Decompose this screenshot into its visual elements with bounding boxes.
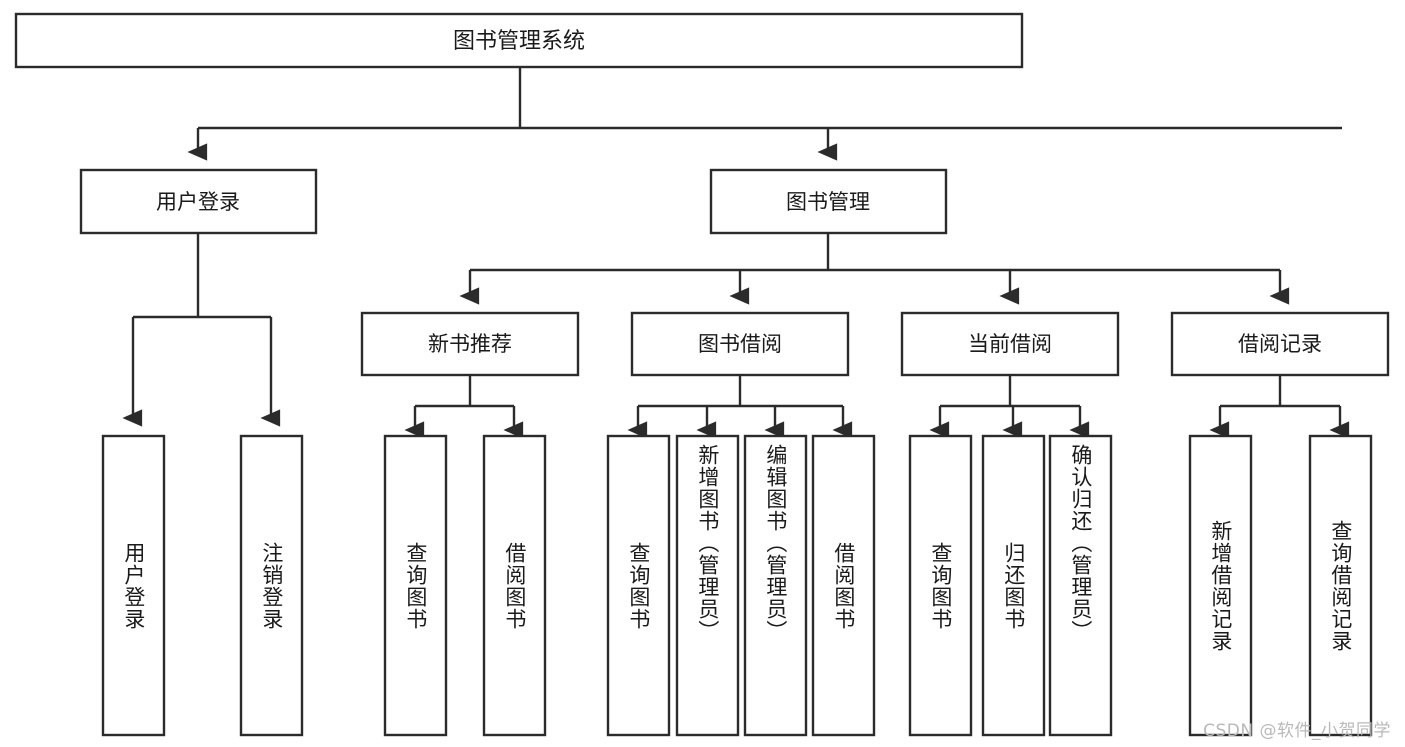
- node-user-login-label: 用户登录: [156, 190, 240, 214]
- node-current-borrow[interactable]: 当前借阅: [900, 311, 1120, 377]
- leaf-rect-add-borrow-record[interactable]: [1188, 434, 1253, 737]
- node-borrow-record[interactable]: 借阅记录: [1170, 311, 1390, 377]
- node-borrow-record-label: 借阅记录: [1238, 332, 1322, 356]
- leaf-rect-borrow-book-2[interactable]: [811, 434, 876, 737]
- connector-root-to-level2: [187, 67, 1342, 161]
- leaf-rect-edit-book-admin[interactable]: [743, 434, 808, 737]
- node-book-borrow-label: 图书借阅: [698, 332, 782, 356]
- node-current-borrow-rect: [900, 311, 1120, 377]
- node-root-label: 图书管理系统: [453, 29, 585, 54]
- leaf-rect-add-book-admin[interactable]: [675, 434, 740, 737]
- node-current-borrow-label: 当前借阅: [968, 332, 1052, 356]
- leaf-rect-query-book-3[interactable]: [908, 434, 973, 737]
- connector-new-book-recommend-to-leaves: [404, 375, 524, 439]
- node-root[interactable]: 图书管理系统: [14, 12, 1024, 69]
- connector-book-borrow-to-leaves: [627, 375, 853, 439]
- node-new-book-recommend[interactable]: 新书推荐: [360, 311, 580, 377]
- leaf-rect-user-login[interactable]: [101, 434, 166, 737]
- leaf-rects: [101, 434, 1373, 737]
- leaf-rect-query-book-2[interactable]: [606, 434, 671, 737]
- leaf-rect-confirm-return-admin[interactable]: [1048, 434, 1113, 737]
- leaf-rect-query-book-1[interactable]: [383, 434, 448, 737]
- node-new-book-recommend-label: 新书推荐: [428, 332, 512, 356]
- node-new-book-recommend-rect: [360, 311, 580, 377]
- leaf-rect-logout-login[interactable]: [239, 434, 304, 737]
- node-user-login-rect: [79, 168, 318, 235]
- connector-user-login-to-leaves: [122, 233, 281, 427]
- node-book-management-label: 图书管理: [786, 190, 870, 214]
- node-root-rect: [14, 12, 1024, 69]
- connector-current-borrow-to-leaves: [929, 375, 1090, 439]
- leaf-rect-borrow-book-1[interactable]: [482, 434, 547, 737]
- leaf-rect-return-book[interactable]: [981, 434, 1046, 737]
- watermark-text: CSDN @软件_小贺同学: [1203, 721, 1391, 741]
- node-user-login[interactable]: 用户登录: [79, 168, 318, 235]
- node-book-borrow[interactable]: 图书借阅: [630, 311, 850, 377]
- connector-borrow-record-to-leaves: [1209, 375, 1350, 439]
- connector-book-management-to-level3: [459, 233, 1290, 305]
- node-book-management[interactable]: 图书管理: [709, 168, 948, 235]
- leaf-rect-query-borrow-record[interactable]: [1308, 434, 1373, 737]
